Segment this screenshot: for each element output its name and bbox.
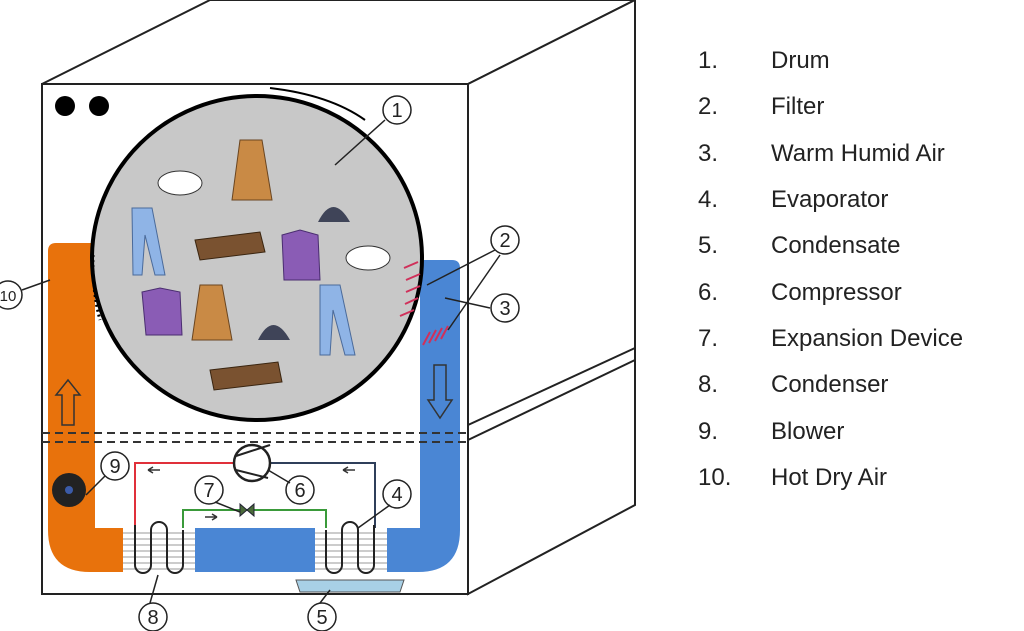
callout-6: 6 (294, 480, 305, 502)
control-knob-icon (55, 96, 75, 116)
control-knob-icon (89, 96, 109, 116)
callout-7: 7 (203, 480, 214, 502)
condenser (123, 521, 195, 574)
legend-number: 2. (698, 93, 719, 121)
jeans-icon (131, 207, 166, 276)
legend-number: 6. (698, 278, 719, 306)
legend-number: 7. (698, 324, 719, 352)
legend-label: Warm Humid Air (771, 139, 945, 167)
callout-9: 9 (109, 456, 120, 478)
legend-number: 10. (698, 463, 732, 491)
rotation-arrow-icon (269, 87, 366, 121)
legend-number: 9. (698, 417, 719, 445)
legend-label: Blower (771, 417, 845, 445)
callout-5: 5 (316, 607, 327, 629)
legend-item: 10. Hot Dry Air (698, 455, 963, 501)
hat-icon (318, 207, 350, 222)
down-arrow-icon (426, 364, 454, 420)
legend-label: Compressor (771, 278, 902, 306)
coat-icon (231, 139, 273, 201)
legend-item: 1. Drum (698, 38, 963, 84)
legend-number: 8. (698, 371, 719, 399)
legend-label: Expansion Device (771, 324, 964, 352)
condensate-tray (295, 579, 405, 593)
legend-item: 8. Condenser (698, 362, 963, 408)
callout-1: 1 (391, 100, 402, 122)
evaporator (315, 521, 387, 574)
legend-number: 1. (698, 47, 719, 75)
towels-icon (209, 361, 283, 391)
legend-item: 4. Evaporator (698, 177, 963, 223)
legend-number: 4. (698, 186, 719, 214)
legend-label: Hot Dry Air (771, 463, 888, 491)
legend-number: 5. (698, 232, 719, 260)
compressor (232, 443, 272, 483)
legend-number: 3. (698, 139, 719, 167)
legend-item: 6. Compressor (698, 269, 963, 315)
callout-4: 4 (391, 484, 402, 506)
legend-label: Drum (771, 47, 830, 75)
socks-icon (157, 170, 203, 196)
callouts (0, 95, 520, 631)
legend-label: Condensate (771, 232, 901, 260)
shirt-icon (141, 287, 183, 336)
humid-air-duct (190, 260, 460, 572)
jeans-icon (319, 284, 356, 356)
laundry-items (131, 139, 391, 391)
hat-icon (258, 325, 290, 340)
legend-item: 5. Condensate (698, 223, 963, 269)
up-arrow-icon (54, 378, 82, 426)
blower-fan-icon (52, 473, 86, 507)
legend-item: 9. Blower (698, 408, 963, 454)
legend-item: 3. Warm Humid Air (698, 131, 963, 177)
hot-refrigerant-line (134, 462, 234, 530)
legend-label: Condenser (771, 371, 889, 399)
callout-10: 10 (0, 288, 16, 305)
legend: 1. Drum 2. Filter 3. Warm Humid Air 4. Evapo… (698, 38, 963, 501)
suction-line (270, 462, 376, 530)
filter (399, 261, 449, 346)
legend-item: 2. Filter (698, 84, 963, 130)
legend-label: Filter (771, 93, 825, 121)
towels-icon (194, 231, 266, 261)
legend-label: Evaporator (771, 186, 889, 214)
callout-2: 2 (499, 230, 510, 252)
callout-3: 3 (499, 298, 510, 320)
shirt-icon (281, 229, 321, 281)
callout-8: 8 (147, 607, 158, 629)
socks-icon (345, 245, 391, 271)
legend-item: 7. Expansion Device (698, 316, 963, 362)
coat-icon (191, 284, 233, 341)
